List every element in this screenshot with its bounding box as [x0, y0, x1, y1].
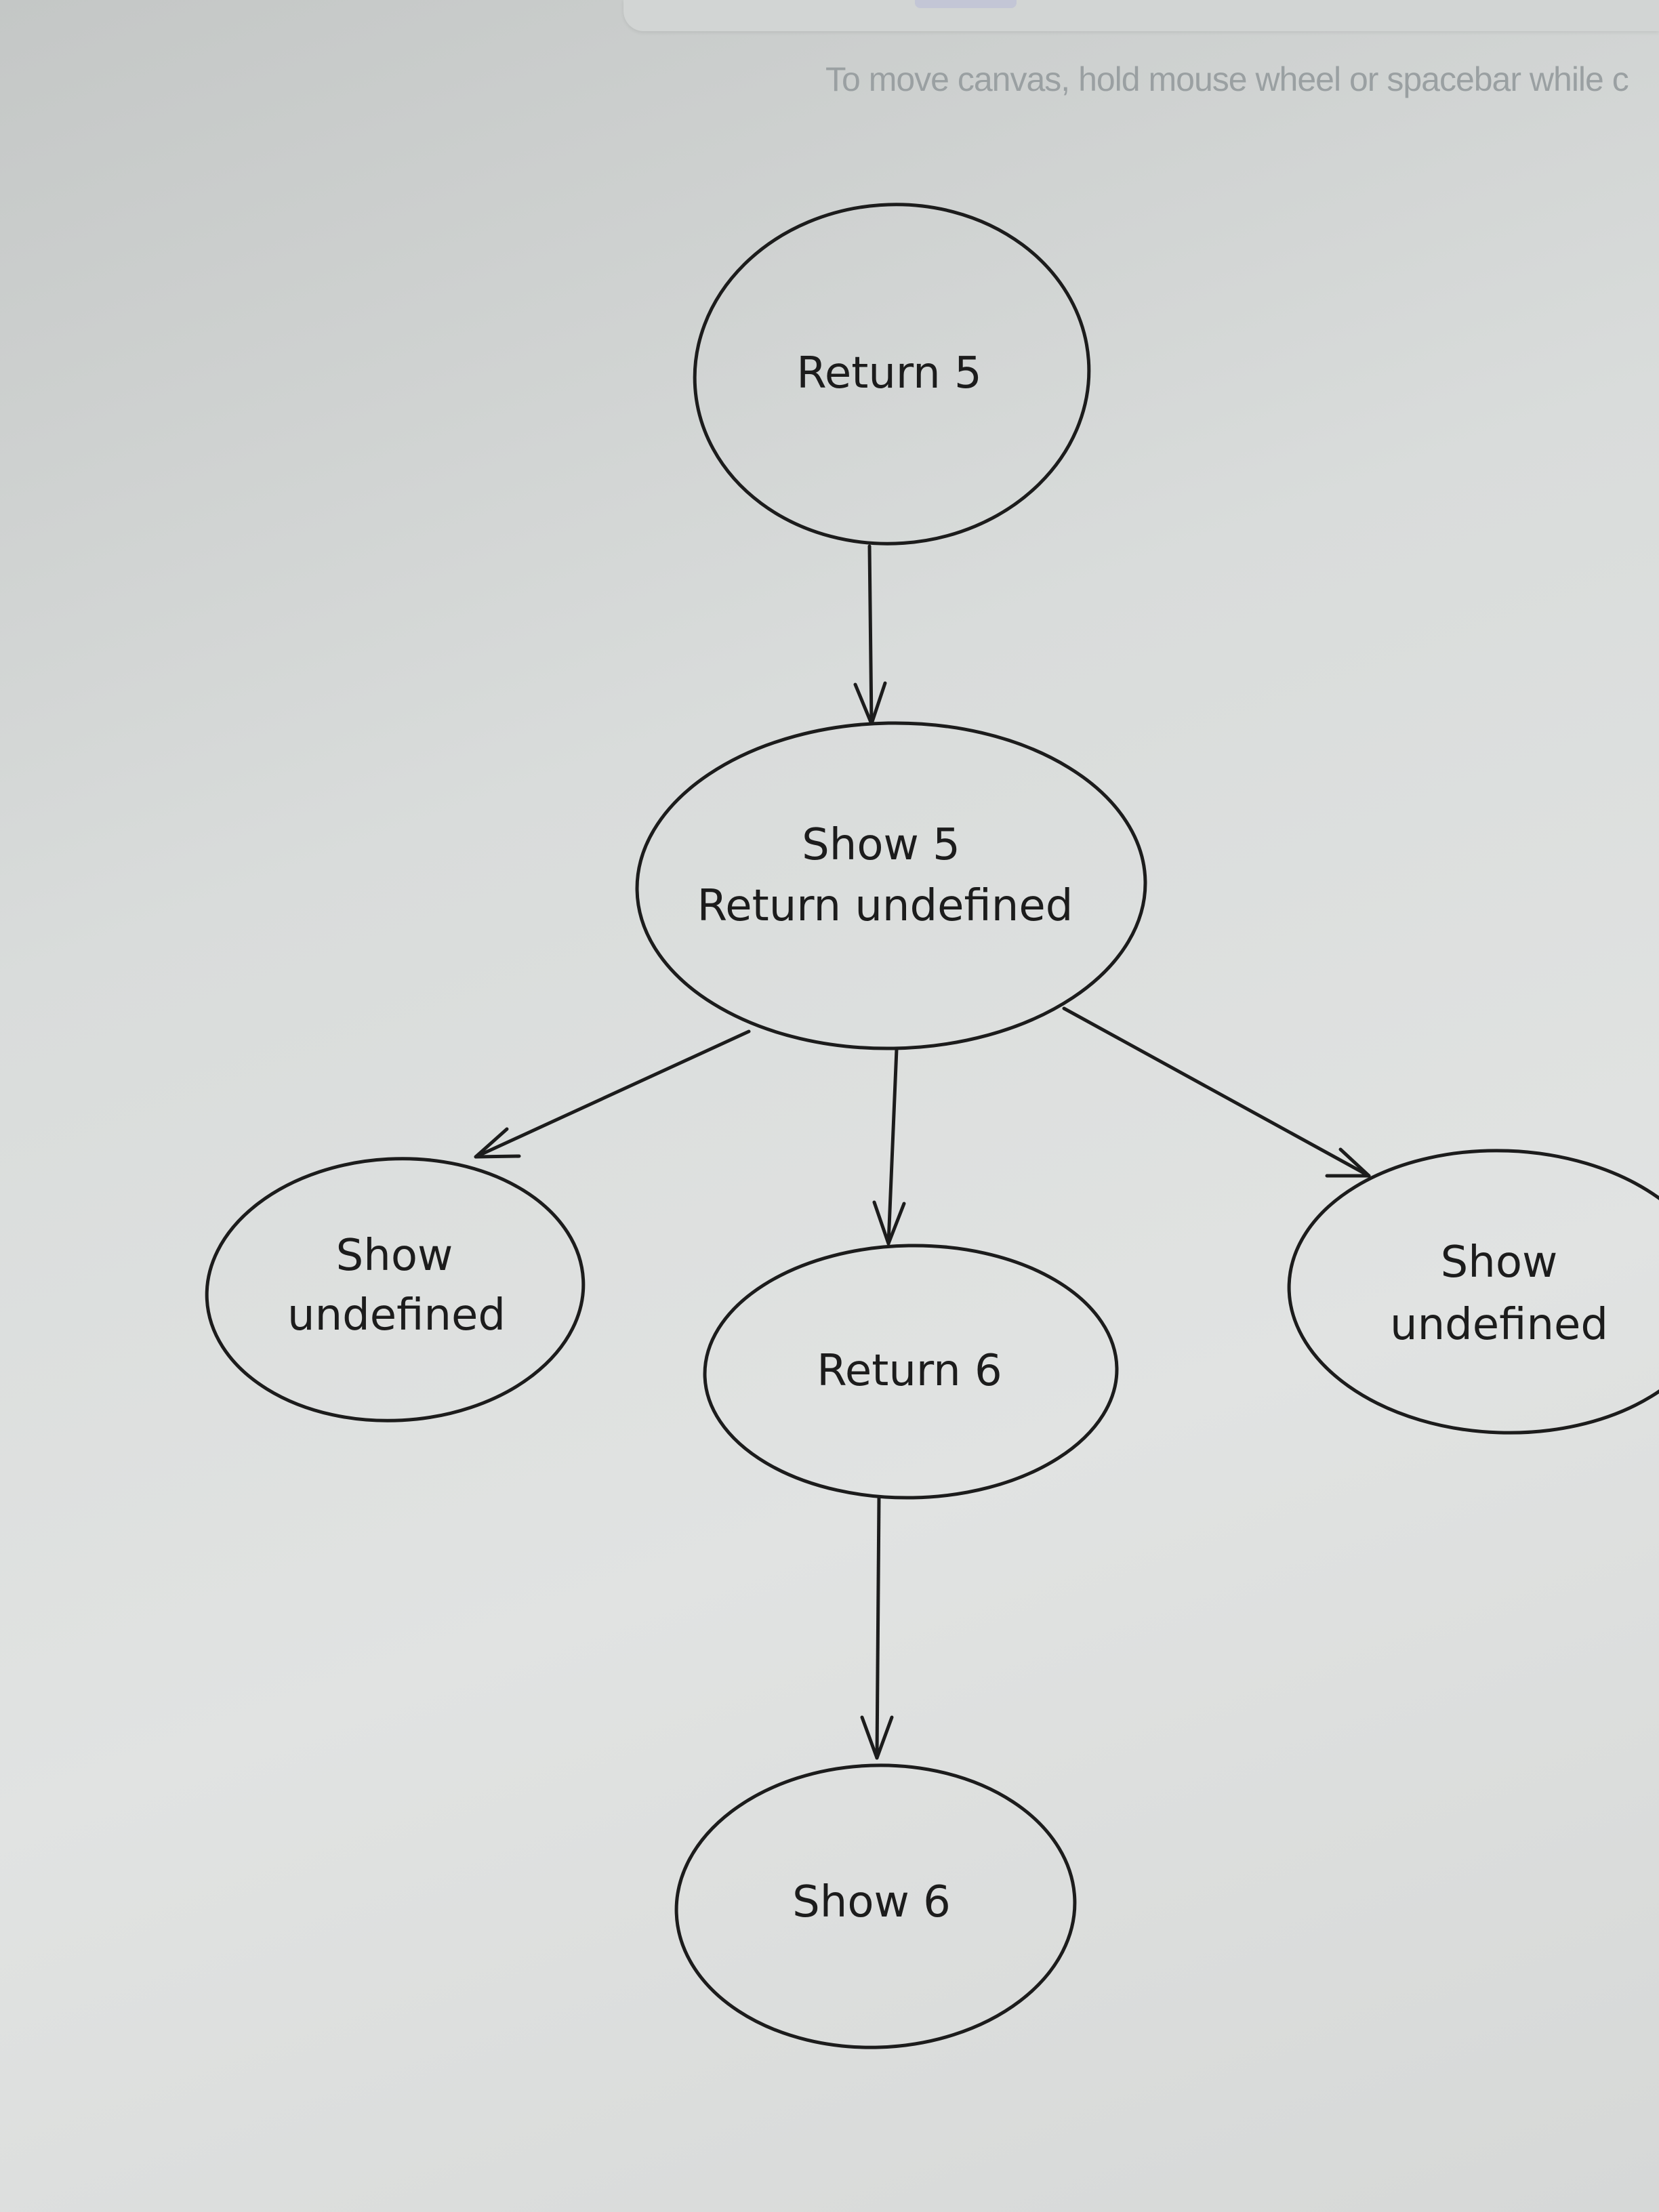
label-show-5: Show 5 [802, 820, 960, 870]
label-return-5: Return 5 [796, 348, 981, 398]
label-show-6: Show 6 [792, 1877, 951, 1927]
edge-show5-return6[interactable] [872, 1047, 906, 1246]
canvas-hint: To move canvas, hold mouse wheel or spac… [825, 60, 1629, 98]
node-show-5[interactable] [634, 718, 1148, 1052]
edge-show5-show-undefined-left[interactable] [474, 1029, 751, 1159]
edge-return6-show6[interactable] [860, 1496, 894, 1760]
node-return-5[interactable] [683, 191, 1100, 556]
label-show-right: Show [1441, 1237, 1558, 1288]
node-show-undefined-left[interactable] [200, 1149, 590, 1431]
node-show-6[interactable] [672, 1759, 1080, 2054]
label-return-6: Return 6 [817, 1346, 1002, 1396]
toolbar-tab-indicator [915, 0, 1017, 8]
top-toolbar-edge [623, 0, 1659, 31]
label-return-undefined: Return undefined [697, 881, 1073, 931]
label-undefined-left: undefined [287, 1290, 506, 1340]
node-show-undefined-right[interactable] [1284, 1143, 1659, 1440]
label-undefined-right: undefined [1390, 1300, 1608, 1350]
edge-show5-show-undefined-right[interactable] [1062, 1006, 1371, 1178]
edge-return5-show5[interactable] [853, 544, 887, 726]
node-return-6[interactable] [703, 1242, 1119, 1502]
label-show-left: Show [336, 1231, 453, 1281]
